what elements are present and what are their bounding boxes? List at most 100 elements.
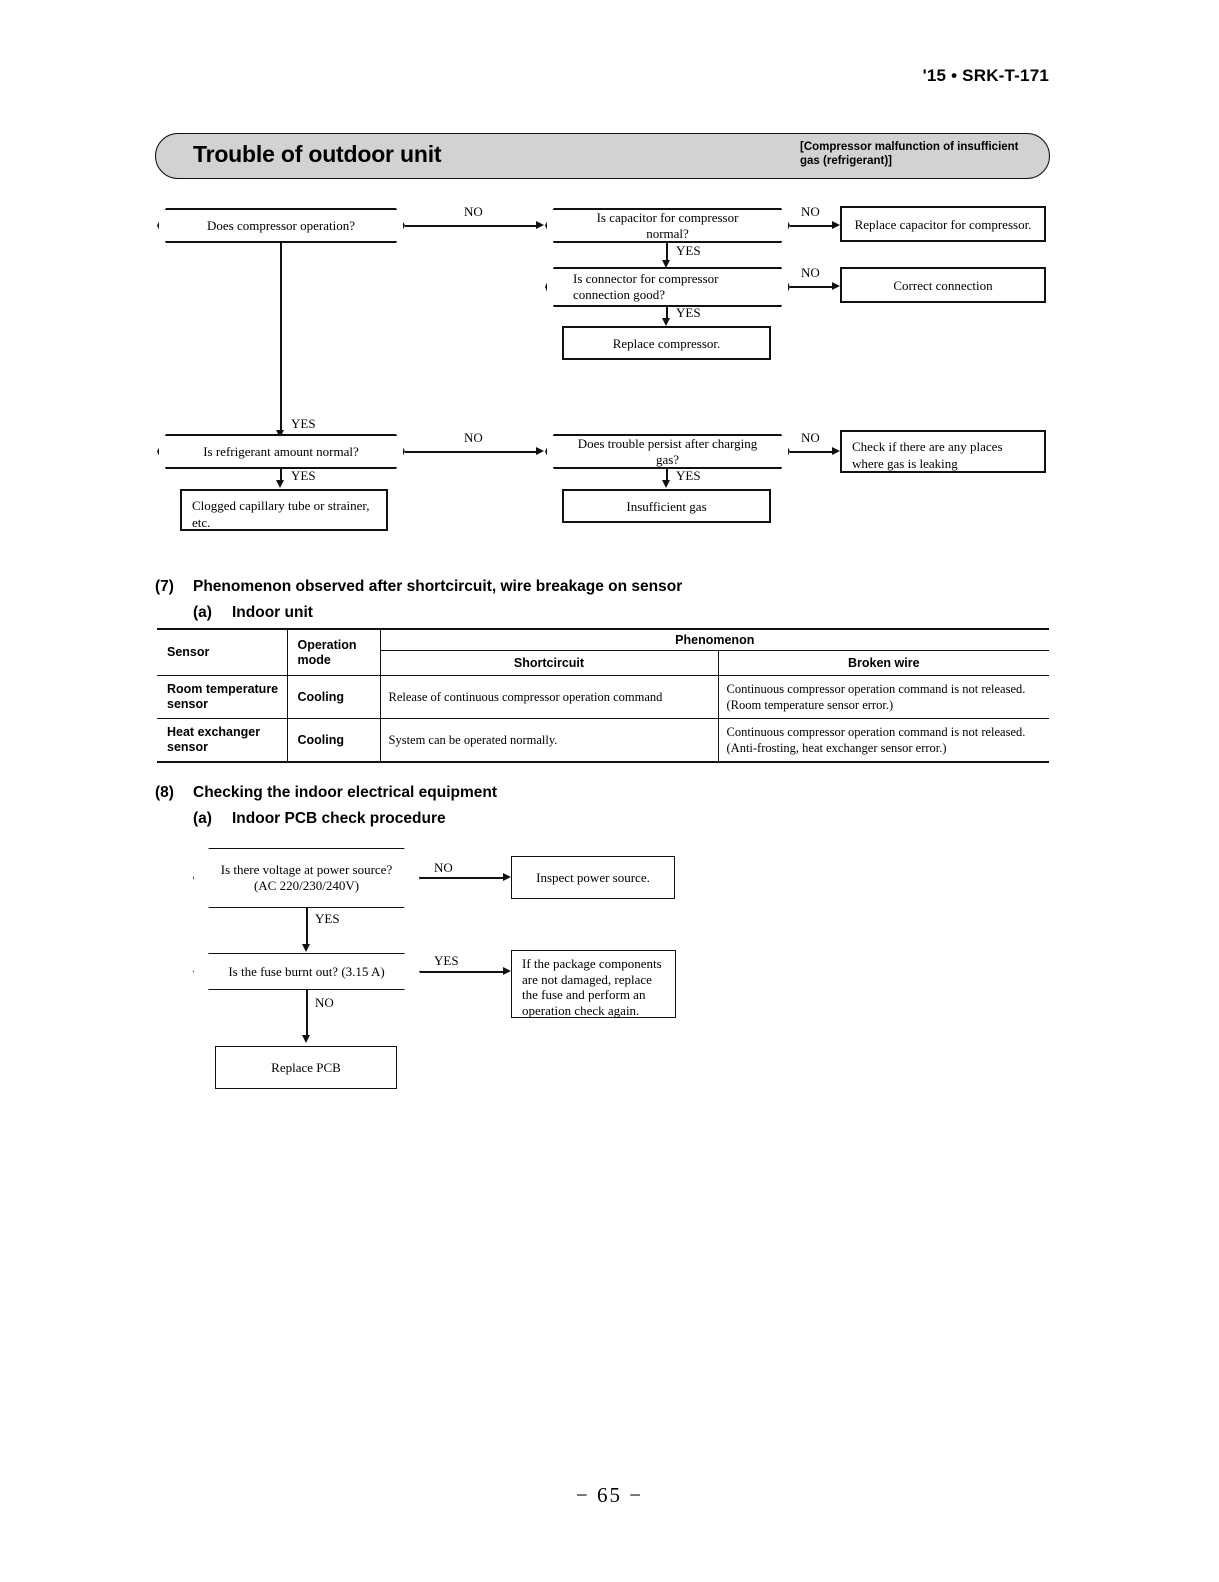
connector-line (666, 307, 668, 319)
page-number: − 65 − (575, 1483, 644, 1507)
section-7a-title: Indoor unit (232, 604, 313, 621)
sensor-phenomenon-table: Sensor Operation mode Phenomenon Shortci… (157, 628, 1050, 763)
table-header-shortcircuit: Shortcircuit (379, 650, 719, 676)
connector-arrow (661, 318, 670, 326)
section-7-number: (7) (155, 578, 174, 595)
section-8-number: (8) (155, 784, 174, 801)
connector-line (306, 908, 308, 945)
section-7-title: Phenomenon observed after shortcircuit, … (193, 578, 683, 595)
connector-arrow (301, 1035, 310, 1043)
flow-node-replace-capacitor: Replace capacitor for compressor. (840, 206, 1046, 242)
table-cell-operation-mode: Cooling (286, 675, 381, 719)
connector-line (405, 451, 536, 453)
connector-line (306, 990, 308, 1036)
connector-arrow (503, 872, 511, 881)
connector-line (420, 971, 503, 973)
flow-node-is-capacitor-normal: Is capacitor for compressor normal? (545, 208, 790, 243)
connector-arrow (661, 260, 670, 268)
flow-node-label: Does compressor operation? (206, 217, 355, 233)
table-row: Heat exchanger sensor Cooling System can… (157, 718, 1050, 763)
connector-arrow (832, 281, 840, 290)
flow-node-label: If the package components are not damage… (522, 956, 662, 1018)
table-cell-shortcircuit: Release of continuous compressor operati… (379, 675, 719, 719)
flow-label-yes-4: YES (676, 468, 701, 483)
section-title-note: [Compressor malfunction of insufficient … (800, 141, 1019, 167)
flow-node-label: Clogged capillary tube or strainer, etc. (192, 498, 370, 530)
connector-line (280, 469, 282, 481)
connector-arrow (661, 480, 670, 488)
table-header-phenomenon: Phenomenon (379, 628, 1050, 651)
connector-line (280, 243, 282, 431)
section-8a-number: (a) (193, 810, 212, 827)
connector-line (790, 451, 832, 453)
flow-node-is-connector-good: Is connector for compressor connection g… (545, 267, 790, 307)
connector-line (420, 877, 503, 879)
connector-arrow (301, 944, 310, 952)
document-code: '15 • SRK-T-171 (922, 66, 1049, 85)
flow-node-label: Replace capacitor for compressor. (854, 216, 1032, 232)
flow-node-replace-compressor: Replace compressor. (562, 326, 771, 360)
flow-label-no-1: NO (464, 204, 483, 219)
flow-node-replace-pcb: Replace PCB (215, 1046, 397, 1089)
table-cell-operation-mode: Cooling (286, 718, 381, 763)
flow-node-label: Correct connection (893, 277, 993, 293)
flow-node-clogged-capillary: Clogged capillary tube or strainer, etc. (180, 489, 388, 531)
flow-node-inspect-power-source: Inspect power source. (511, 856, 675, 899)
flow-label-yes-2: YES (676, 305, 701, 320)
connector-arrow (536, 220, 544, 229)
flow-label-no-1: NO (434, 860, 453, 875)
flow-label-yes-1: YES (676, 243, 701, 258)
flow-node-label: Is connector for compressor connection g… (573, 271, 719, 302)
section-8-title: Checking the indoor electrical equipment (193, 784, 498, 801)
table-cell-broken-wire: Continuous compressor operation command … (717, 718, 1050, 763)
table-header-operation-mode: Operation mode (286, 628, 381, 676)
flow-node-label: Is the fuse burnt out? (3.15 A) (228, 963, 385, 979)
table-cell-shortcircuit: System can be operated normally. (379, 718, 719, 763)
flow-node-insufficient-gas: Insufficient gas (562, 489, 771, 523)
connector-arrow (536, 446, 544, 455)
flow-label-no-2: NO (801, 204, 820, 219)
flow-node-does-compressor-operation: Does compressor operation? (157, 208, 405, 243)
flow-node-package-components: If the package components are not damage… (511, 950, 676, 1018)
connector-arrow (832, 220, 840, 229)
flow-node-label: Does trouble persist after charging gas? (577, 435, 758, 467)
table-row: Room temperature sensor Cooling Release … (157, 675, 1050, 719)
flow-node-does-trouble-persist: Does trouble persist after charging gas? (545, 434, 790, 469)
table-cell-sensor: Room temperature sensor (157, 675, 288, 719)
connector-arrow (503, 966, 511, 975)
table-cell-broken-wire: Continuous compressor operation command … (717, 675, 1050, 719)
section-8a-title: Indoor PCB check procedure (232, 810, 446, 827)
connector-arrow (832, 446, 840, 455)
table-header-broken-wire: Broken wire (717, 650, 1050, 676)
connector-line (666, 243, 668, 262)
connector-line (790, 225, 832, 227)
connector-line (405, 225, 536, 227)
flow-node-label: Replace PCB (271, 1060, 341, 1075)
flow-label-no-2: NO (315, 995, 334, 1010)
flow-node-correct-connection: Correct connection (840, 267, 1046, 303)
connector-line (790, 286, 832, 288)
flow-label-no-4: NO (464, 430, 483, 445)
flow-node-label: Is capacitor for compressor normal? (596, 209, 739, 241)
flow-label-yes-2: YES (434, 953, 459, 968)
flow-node-check-gas-leaking: Check if there are any places where gas … (840, 430, 1046, 473)
section-title: Trouble of outdoor unit (193, 141, 442, 167)
flow-node-label: Is there voltage at power source? (AC 22… (220, 862, 393, 893)
table-header-row-1: Sensor Operation mode Phenomenon (157, 628, 1050, 676)
flow-label-yes-1: YES (315, 911, 340, 926)
flow-node-label: Insufficient gas (626, 498, 707, 514)
flow-node-is-there-voltage: Is there voltage at power source? (AC 22… (193, 848, 420, 908)
connector-arrow (275, 480, 284, 488)
flow-node-label: Replace compressor. (612, 335, 721, 351)
flow-node-is-fuse-burnt: Is the fuse burnt out? (3.15 A) (193, 953, 420, 990)
flow-label-yes-left: YES (291, 416, 316, 431)
flow-label-no-5: NO (801, 430, 820, 445)
flow-node-label: Check if there are any places where gas … (852, 439, 1003, 471)
flow-label-yes-3: YES (291, 468, 316, 483)
connector-line (666, 469, 668, 481)
flow-node-label: Is refrigerant amount normal? (203, 443, 359, 459)
flow-label-no-3: NO (801, 265, 820, 280)
flow-node-is-refrigerant-normal: Is refrigerant amount normal? (157, 434, 405, 469)
section-title-bar (155, 133, 1050, 179)
